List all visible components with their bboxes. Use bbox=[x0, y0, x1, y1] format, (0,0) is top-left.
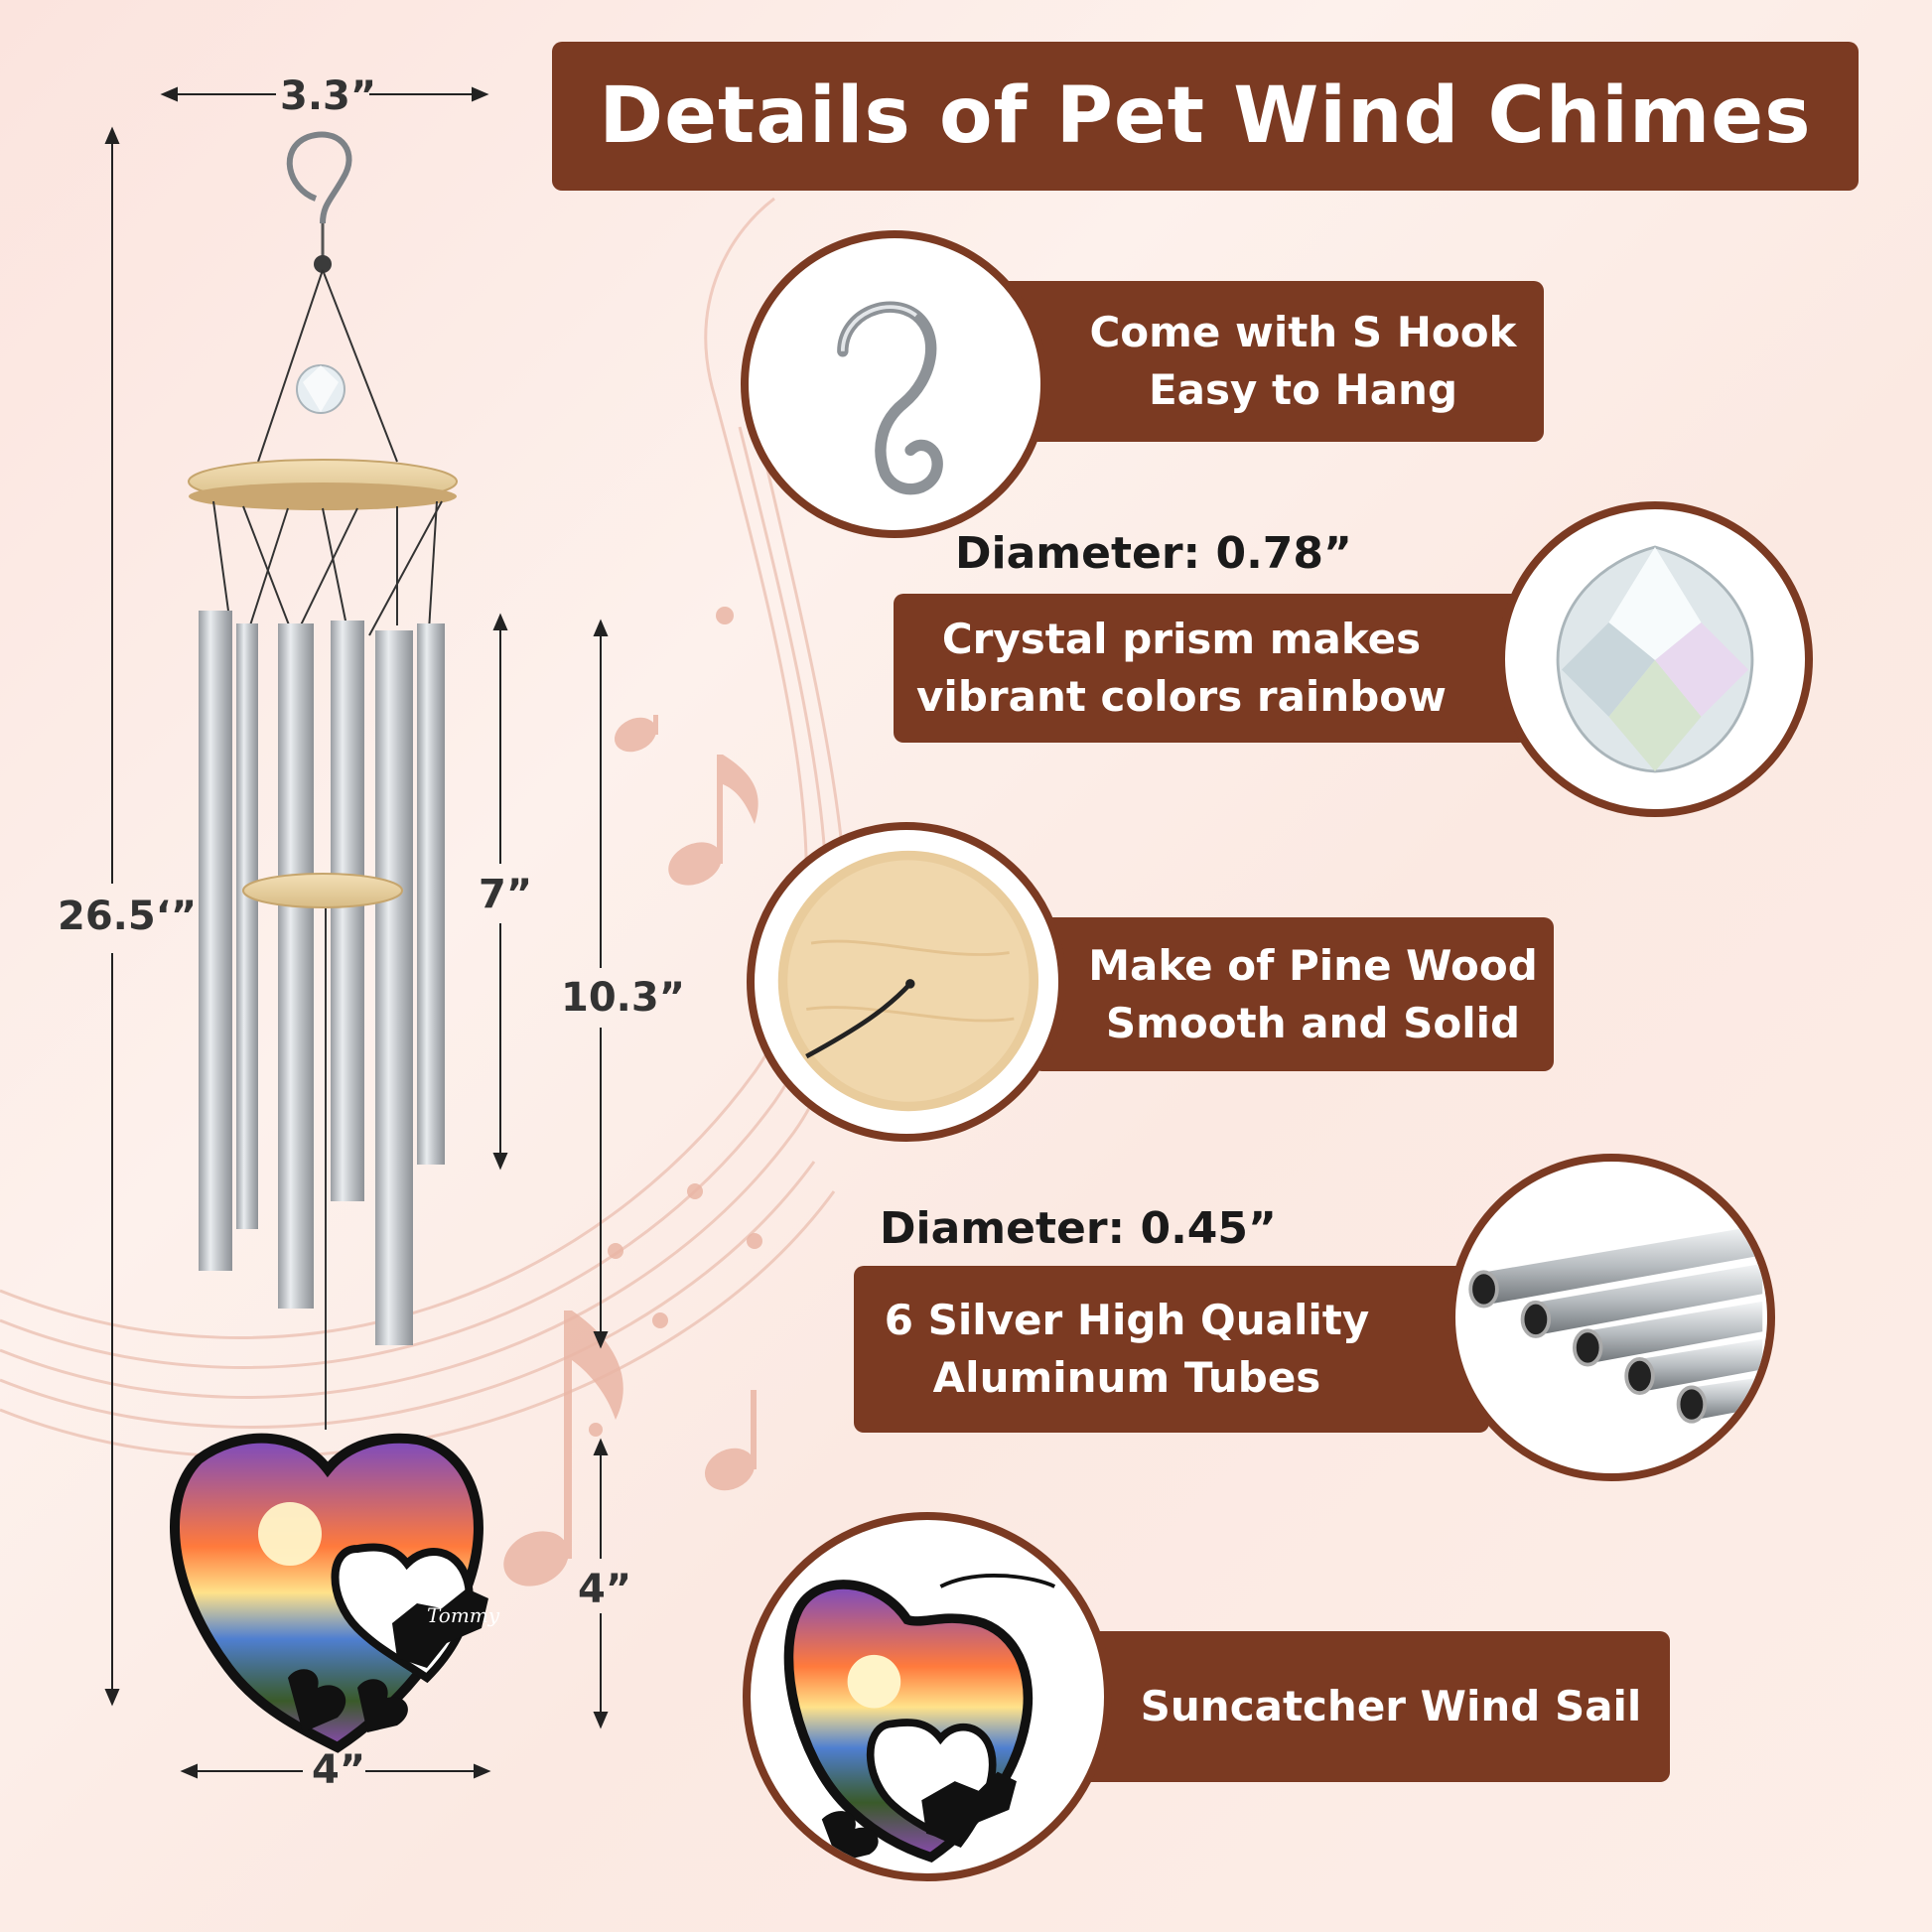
feature-tubes-line2: Aluminum Tubes bbox=[932, 1353, 1321, 1402]
feature-hook-line1: Come with S Hook bbox=[1089, 308, 1517, 356]
feature-crystal-line1: Crystal prism makes bbox=[941, 615, 1422, 663]
sail-pet-name: Tommy bbox=[427, 1603, 500, 1627]
dimension-sail-height: 4” bbox=[578, 1567, 632, 1612]
feature-tubes-line1: 6 Silver High Quality bbox=[884, 1296, 1370, 1344]
suncatcher-icon bbox=[743, 1512, 1112, 1881]
dimension-long-tube: 10.3” bbox=[561, 975, 685, 1021]
tubes-diameter: Diameter: 0.45” bbox=[880, 1203, 1277, 1254]
feature-crystal-banner: Crystal prism makes vibrant colors rainb… bbox=[894, 594, 1529, 743]
feature-hook-line2: Easy to Hang bbox=[1148, 365, 1458, 414]
page-title: Details of Pet Wind Chimes bbox=[552, 42, 1859, 191]
dimension-total-length: 26.5‘” bbox=[58, 894, 198, 939]
feature-wood-banner: Make of Pine Wood Smooth and Solid bbox=[1033, 917, 1554, 1071]
feature-crystal-line2: vibrant colors rainbow bbox=[916, 672, 1447, 721]
dimension-short-tube: 7” bbox=[479, 872, 533, 917]
crystal-icon bbox=[1497, 501, 1813, 817]
tubes-icon bbox=[1448, 1154, 1775, 1481]
dimension-sail-width: 4” bbox=[312, 1747, 366, 1793]
feature-sail-line1: Suncatcher Wind Sail bbox=[1140, 1682, 1642, 1730]
feature-wood-line2: Smooth and Solid bbox=[1105, 998, 1521, 1047]
feature-tubes-banner: 6 Silver High Quality Aluminum Tubes bbox=[854, 1266, 1489, 1433]
wood-disc-icon bbox=[747, 822, 1066, 1142]
feature-hook-banner: Come with S Hook Easy to Hang bbox=[993, 281, 1544, 442]
feature-wood-line1: Make of Pine Wood bbox=[1088, 940, 1538, 990]
feature-sail-banner: Suncatcher Wind Sail bbox=[1052, 1631, 1670, 1782]
dimension-top-width: 3.3” bbox=[280, 73, 377, 119]
s-hook-icon bbox=[741, 230, 1048, 538]
crystal-diameter: Diameter: 0.78” bbox=[955, 528, 1352, 579]
